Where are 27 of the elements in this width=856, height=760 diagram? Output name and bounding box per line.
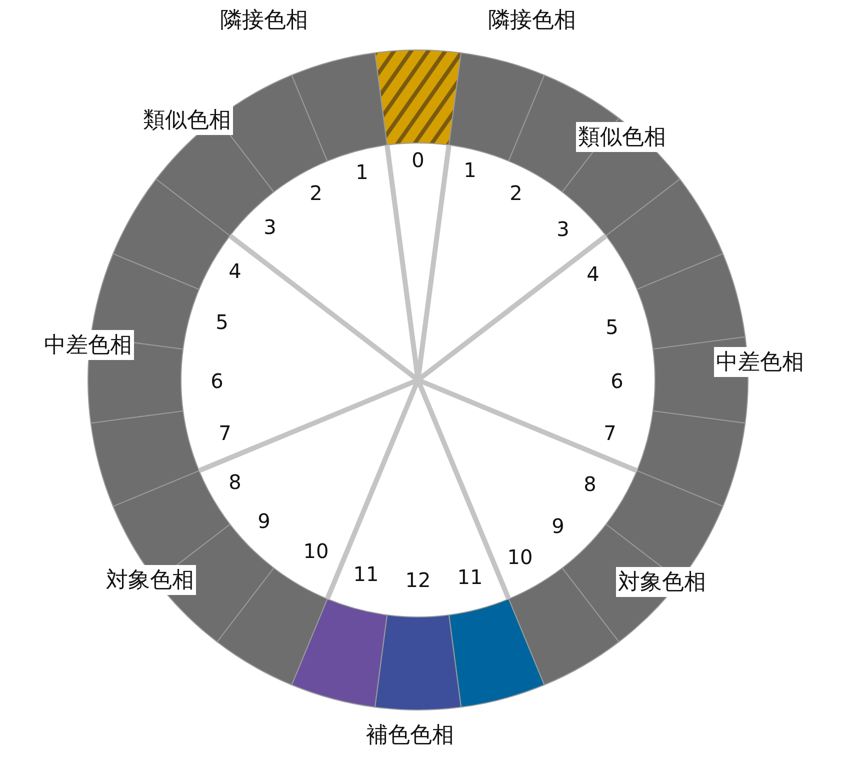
hue-number: 4 xyxy=(228,259,242,283)
hue-number: 8 xyxy=(228,470,242,494)
hue-category-label: 対象色相 xyxy=(104,565,196,595)
hue-number: 7 xyxy=(218,421,232,445)
hue-number: 1 xyxy=(356,160,368,184)
hue-category-label: 中差色相 xyxy=(42,330,134,360)
hue-number: 3 xyxy=(556,217,570,241)
hue-number: 9 xyxy=(258,509,270,533)
hue-number: 6 xyxy=(610,369,624,393)
hue-number: 4 xyxy=(586,262,600,286)
hue-number: 9 xyxy=(552,514,564,538)
hue-number: 3 xyxy=(264,215,276,239)
hue-number: 11 xyxy=(457,565,483,589)
hue-number: 1 xyxy=(464,158,476,182)
hue-number: 5 xyxy=(216,310,228,334)
hue-number: 11 xyxy=(353,562,379,586)
hue-number: 2 xyxy=(310,181,322,205)
hue-number: 10 xyxy=(303,539,329,563)
hue-number: 8 xyxy=(584,472,596,496)
hue-number: 6 xyxy=(210,369,224,393)
hue-number: 7 xyxy=(604,421,616,445)
hue-number: 12 xyxy=(405,568,431,592)
hue-number: 0 xyxy=(412,148,424,172)
hue-category-label: 類似色相 xyxy=(141,105,233,135)
hue-number: 5 xyxy=(606,315,618,339)
hue-number: 2 xyxy=(510,181,522,205)
hue-number: 10 xyxy=(507,545,533,569)
